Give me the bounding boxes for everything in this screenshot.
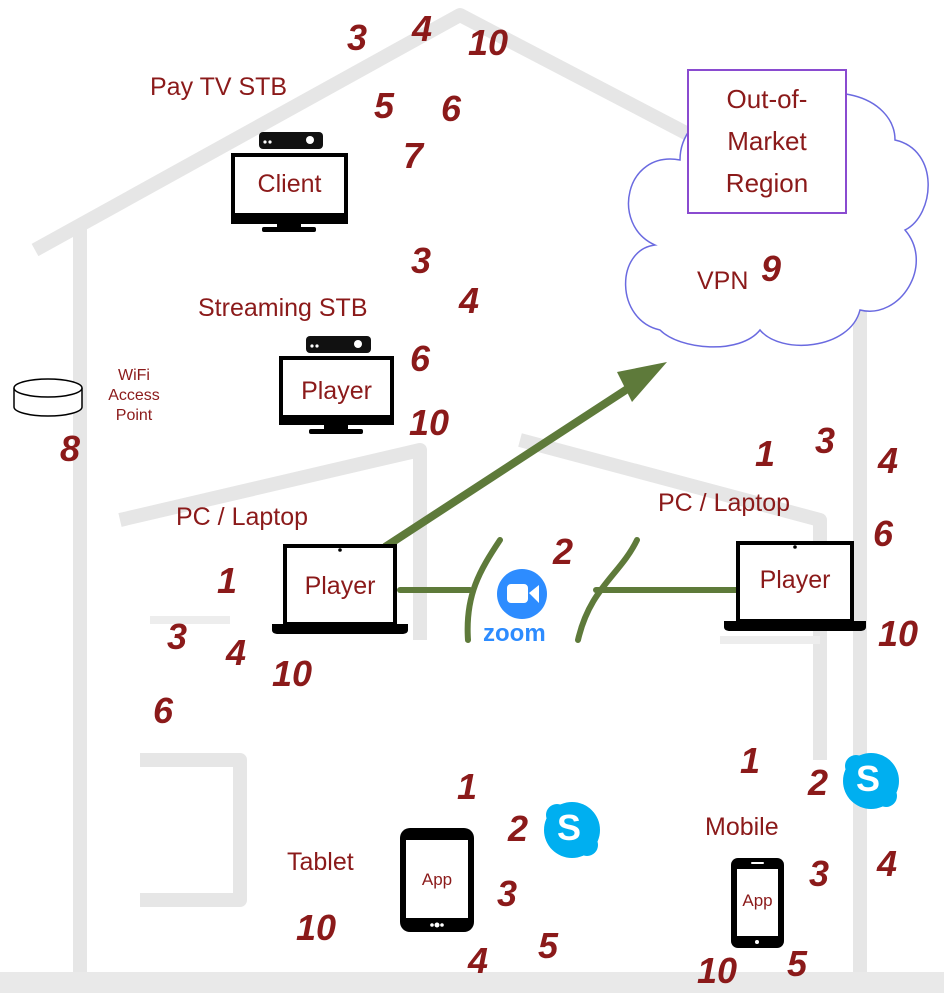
- streaming-screen-label: Player: [301, 377, 372, 405]
- wifi-ap-label: WiFi Access Point: [108, 367, 160, 424]
- pc-left-number: 6: [153, 690, 174, 731]
- skype-icon: [544, 802, 600, 858]
- set-top-box-icon: [306, 336, 371, 353]
- pay-tv-number: 10: [468, 22, 509, 63]
- pay-tv-stb-label: Pay TV STB: [150, 73, 288, 101]
- tablet-number: 1: [457, 766, 478, 807]
- zoom-label: zoom: [483, 620, 546, 647]
- pc-right-label: PC / Laptop: [658, 489, 791, 517]
- tablet-icon: [400, 828, 474, 932]
- laptop-icon: [272, 544, 408, 634]
- zoom-camera-icon: [497, 569, 547, 619]
- pay-tv-number: 4: [412, 8, 433, 49]
- pay-tv-number: 7: [403, 135, 424, 176]
- wifi-ap-number: 8: [60, 428, 81, 469]
- out-of-market-region-label: Out-of- Market Region: [725, 84, 809, 198]
- pay-tv-number: 3: [347, 17, 368, 58]
- pc-left-number: 3: [167, 616, 188, 657]
- pc-right-screen-label: Player: [759, 566, 831, 594]
- laptop-icon: [724, 541, 866, 631]
- zoom-number: 2: [553, 531, 574, 572]
- monitor-icon: [231, 153, 348, 232]
- monitor-icon: [279, 356, 394, 434]
- vpn-arrow: [382, 362, 667, 551]
- mobile-screen-label: App: [742, 891, 773, 910]
- skype-icon: [843, 753, 899, 809]
- streaming-number: 3: [411, 240, 432, 281]
- pc-left-number: 10: [272, 653, 313, 694]
- skype-letter: S: [856, 758, 881, 799]
- zoom-connection: [397, 537, 741, 643]
- router-icon: [13, 378, 83, 417]
- pc-right-number: 1: [755, 433, 776, 474]
- pc-right-number: 10: [878, 613, 919, 654]
- streaming-number: 4: [459, 280, 480, 321]
- tablet-label: Tablet: [287, 848, 354, 876]
- mobile-label: Mobile: [705, 813, 779, 841]
- pc-right-number: 3: [815, 420, 836, 461]
- vpn-label: VPN: [697, 267, 749, 295]
- tablet-number: 5: [538, 925, 559, 966]
- mobile-number: 3: [809, 853, 830, 894]
- mobile-number: 5: [787, 943, 808, 984]
- mobile-number: 10: [697, 950, 738, 991]
- pay-tv-number: 5: [374, 85, 395, 126]
- streaming-number: 6: [410, 338, 431, 379]
- skype-letter: S: [557, 807, 582, 848]
- vpn-number: 9: [761, 248, 782, 289]
- tablet-screen-label: App: [421, 870, 453, 889]
- tablet-number: 2: [508, 808, 529, 849]
- tablet-number: 3: [497, 873, 518, 914]
- streaming-stb-label: Streaming STB: [198, 294, 368, 322]
- streaming-number: 10: [409, 402, 450, 443]
- pay-tv-screen-label: Client: [257, 170, 322, 198]
- pc-left-label: PC / Laptop: [176, 503, 309, 531]
- pc-left-screen-label: Player: [304, 572, 376, 600]
- out-of-market-region-box: [687, 69, 847, 214]
- set-top-box-icon: [259, 132, 323, 149]
- mobile-number: 4: [877, 843, 898, 884]
- pc-left-number: 4: [226, 632, 247, 673]
- pc-left-number: 1: [217, 560, 238, 601]
- tablet-number: 10: [296, 907, 337, 948]
- phone-icon: [731, 858, 784, 948]
- pc-right-number: 6: [873, 513, 894, 554]
- mobile-number: 1: [740, 740, 761, 781]
- pc-right-number: 4: [878, 440, 899, 481]
- tablet-number: 4: [468, 940, 489, 981]
- pay-tv-number: 6: [441, 88, 462, 129]
- mobile-number: 2: [808, 762, 829, 803]
